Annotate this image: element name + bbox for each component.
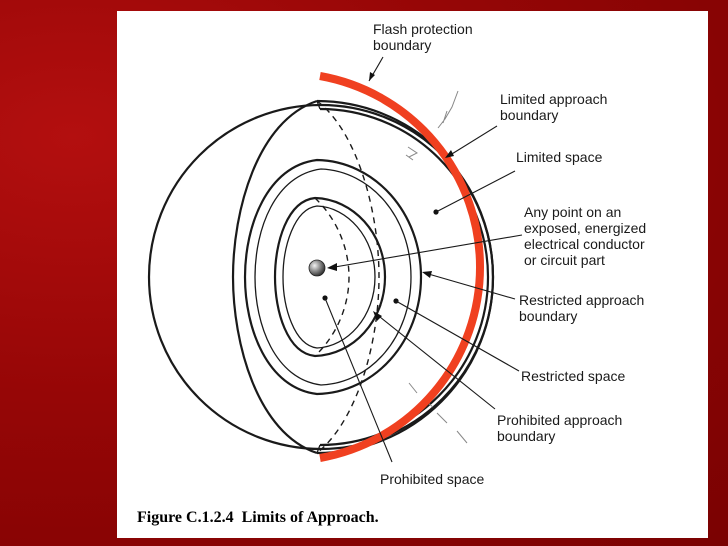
prohibited-approach-label: Prohibited approach boundary (497, 412, 623, 444)
restricted-approach-shell (243, 158, 423, 396)
limited-boundary-leader (446, 125, 498, 158)
restricted-space-leader (395, 300, 520, 372)
flash-protection-arc (319, 72, 484, 462)
prohibited-space-leader (324, 297, 393, 463)
point-leader (328, 234, 523, 269)
limited-space-leader (435, 170, 516, 213)
energized-point-label: Any point on an exposed, energized elect… (524, 204, 647, 268)
figure-caption: Figure C.1.2.4 Limits of Approach. (137, 509, 379, 526)
restricted-space-label: Restricted space (521, 368, 626, 384)
flash-protection-label: Flash protection boundary (373, 21, 473, 53)
prohibited-boundary-leader (374, 312, 496, 410)
limited-space-label: Limited space (516, 149, 603, 165)
prohibited-space-dot (322, 295, 328, 301)
prohibited-approach-shell (273, 196, 387, 358)
restricted-boundary-leader (424, 272, 516, 300)
energized-point (308, 259, 326, 277)
figure-panel: Flash protection boundary Limited approa… (117, 11, 708, 538)
limited-approach-label: Limited approach boundary (500, 91, 608, 123)
limited-approach-shell (316, 99, 495, 455)
prohibited-space-label: Prohibited space (380, 471, 485, 487)
limited-shell-inner-face (231, 99, 318, 455)
limits-of-approach-diagram (147, 56, 523, 463)
restricted-approach-label: Restricted approach boundary (519, 292, 645, 324)
